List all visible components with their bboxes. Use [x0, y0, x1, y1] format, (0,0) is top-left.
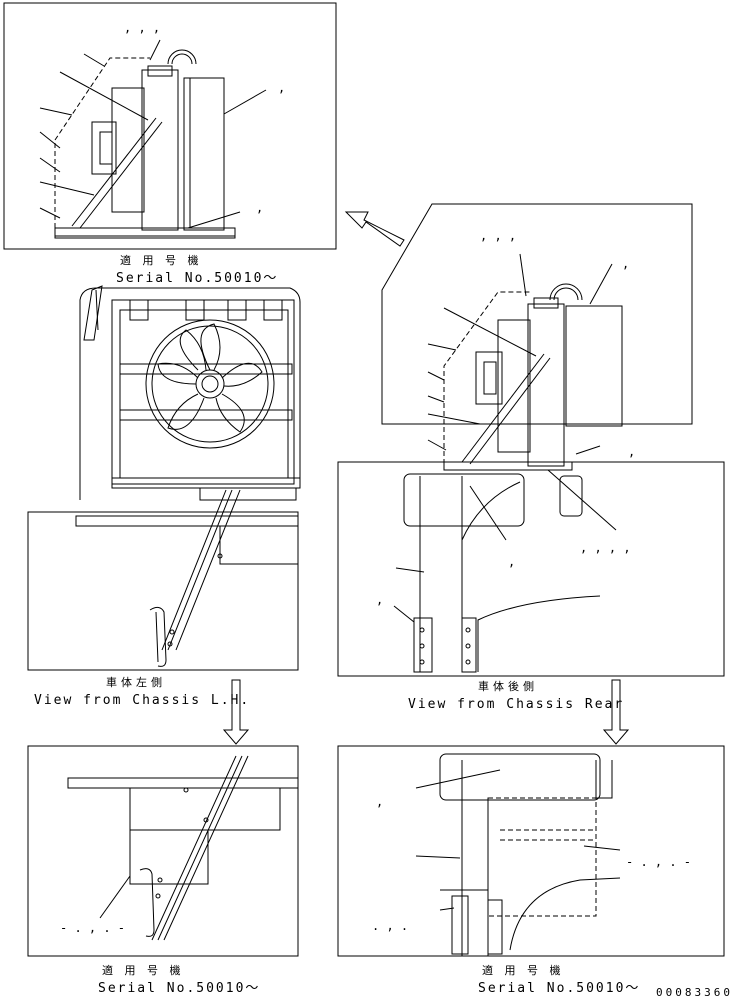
- caption-top-left-jp: 適 用 号 機: [120, 254, 203, 267]
- caption-bottom-left-jp: 適 用 号 機: [102, 964, 185, 977]
- view-chassis-lh: [27, 489, 299, 671]
- arrow-up-left: [344, 211, 405, 247]
- callout-mark: ,: [278, 81, 286, 95]
- callout-mark: ,: [508, 555, 516, 569]
- radiator-front-view: [79, 285, 301, 501]
- callout-mark: ,: [376, 593, 384, 607]
- caption-mid-left-en: View from Chassis L.H.: [34, 693, 251, 708]
- detail-right: [381, 203, 693, 471]
- caption-bottom-right-jp: 適 用 号 機: [482, 964, 565, 977]
- callout-mark: ,: [256, 201, 264, 215]
- callout-mark: ,: [376, 795, 384, 809]
- callout-mark: , , ,: [480, 229, 517, 243]
- callout-mark: - . , . -: [60, 921, 126, 935]
- detail-top-left: [3, 2, 337, 250]
- caption-bottom-left-serial: Serial No.50010～: [98, 981, 261, 996]
- caption-mid-left-jp: 車体左側: [106, 676, 166, 689]
- caption-mid-right-en: View from Chassis Rear: [408, 697, 625, 712]
- view-chassis-rear: [337, 461, 725, 677]
- caption-bottom-right-serial: Serial No.50010～: [478, 981, 641, 996]
- callout-mark: ,: [622, 257, 630, 271]
- caption-top-left-serial: Serial No.50010～: [116, 271, 279, 286]
- callout-mark: ,: [628, 445, 636, 459]
- detail-bottom-left: [27, 745, 299, 957]
- arrow-down-right: [602, 679, 630, 745]
- caption-mid-right-jp: 車体後側: [478, 680, 538, 693]
- document-number: 00083360: [656, 986, 733, 999]
- arrow-down-left: [222, 679, 250, 745]
- callout-mark: , , , ,: [580, 541, 631, 555]
- callout-mark: . , .: [372, 919, 409, 933]
- detail-bottom-right: [337, 745, 725, 957]
- callout-mark: - . , . -: [626, 855, 692, 869]
- callout-mark: , , ,: [124, 21, 161, 35]
